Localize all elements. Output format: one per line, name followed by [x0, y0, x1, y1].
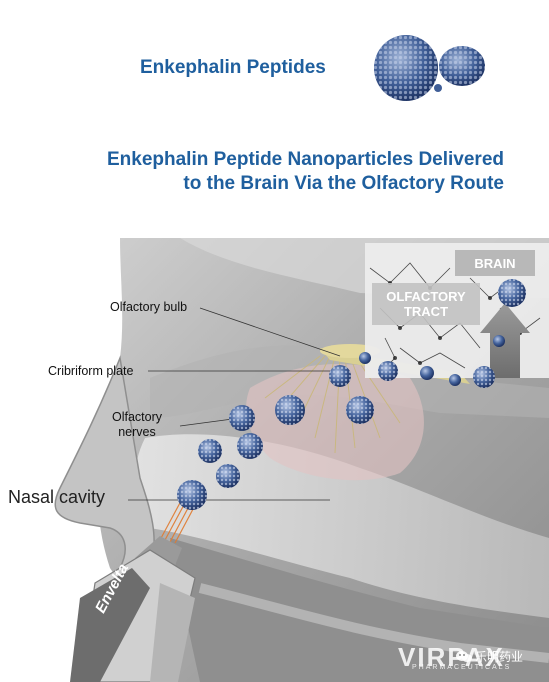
nose-profile — [54, 355, 155, 569]
watermark-company: VIRPAX — [398, 642, 505, 672]
nanoparticle — [177, 480, 207, 510]
wechat-account: 乐明药业 — [475, 650, 524, 664]
nasal-spray-device — [70, 536, 196, 682]
label-olfactory-nerves-line-1: Olfactory — [112, 410, 163, 424]
label-olfactory-bulb: Olfactory bulb — [110, 300, 188, 314]
nanoparticle — [473, 366, 495, 388]
wechat-watermark: 乐明药业 — [456, 648, 523, 665]
nanoparticle — [359, 352, 371, 364]
nanoparticle — [493, 335, 505, 347]
nanoparticle — [378, 361, 398, 381]
nanoparticle — [216, 464, 240, 488]
nanoparticle — [229, 405, 255, 431]
label-olfactory-tract: OLFACTORY TRACT — [372, 289, 480, 319]
nanoparticle — [275, 395, 305, 425]
nanoparticle — [420, 366, 434, 380]
subtitle-line-2: to the Brain Via the Olfactory Route — [183, 173, 504, 194]
anatomy-illustration — [54, 238, 549, 682]
label-olfactory-tract-line-2: TRACT — [403, 304, 449, 319]
label-olfactory-tract-line-1: OLFACTORY — [386, 289, 466, 304]
peptide-molecules — [374, 35, 485, 101]
wechat-icon — [456, 650, 472, 663]
nanoparticle — [237, 433, 263, 459]
brain-box — [455, 250, 535, 276]
peptide-cluster-icon — [374, 35, 485, 101]
nanoparticle — [329, 365, 351, 387]
label-olfactory-nerves: Olfactory nerves — [112, 410, 162, 440]
page-subtitle: Enkephalin Peptide Nanoparticles Deliver… — [44, 148, 504, 196]
label-olfactory-nerves-line-2: nerves — [118, 425, 156, 439]
nanoparticle — [198, 439, 222, 463]
watermark-company-sub: PHARMACEUTICALS — [412, 664, 512, 671]
nanoparticle — [346, 396, 374, 424]
subtitle-line-1: Enkephalin Peptide Nanoparticles Deliver… — [106, 149, 504, 170]
leader-olfactory-bulb — [199, 307, 341, 357]
nanoparticles — [177, 279, 526, 510]
nanoparticle — [498, 279, 526, 307]
label-brain: BRAIN — [474, 256, 516, 271]
tract-arrow — [480, 303, 530, 378]
nanoparticle — [449, 374, 461, 386]
olfactory-tract-box — [372, 283, 480, 325]
page-title: Enkephalin Peptides — [140, 57, 326, 78]
label-cribriform-plate: Cribriform plate — [48, 364, 134, 378]
label-nasal-cavity: Nasal cavity — [8, 487, 106, 507]
